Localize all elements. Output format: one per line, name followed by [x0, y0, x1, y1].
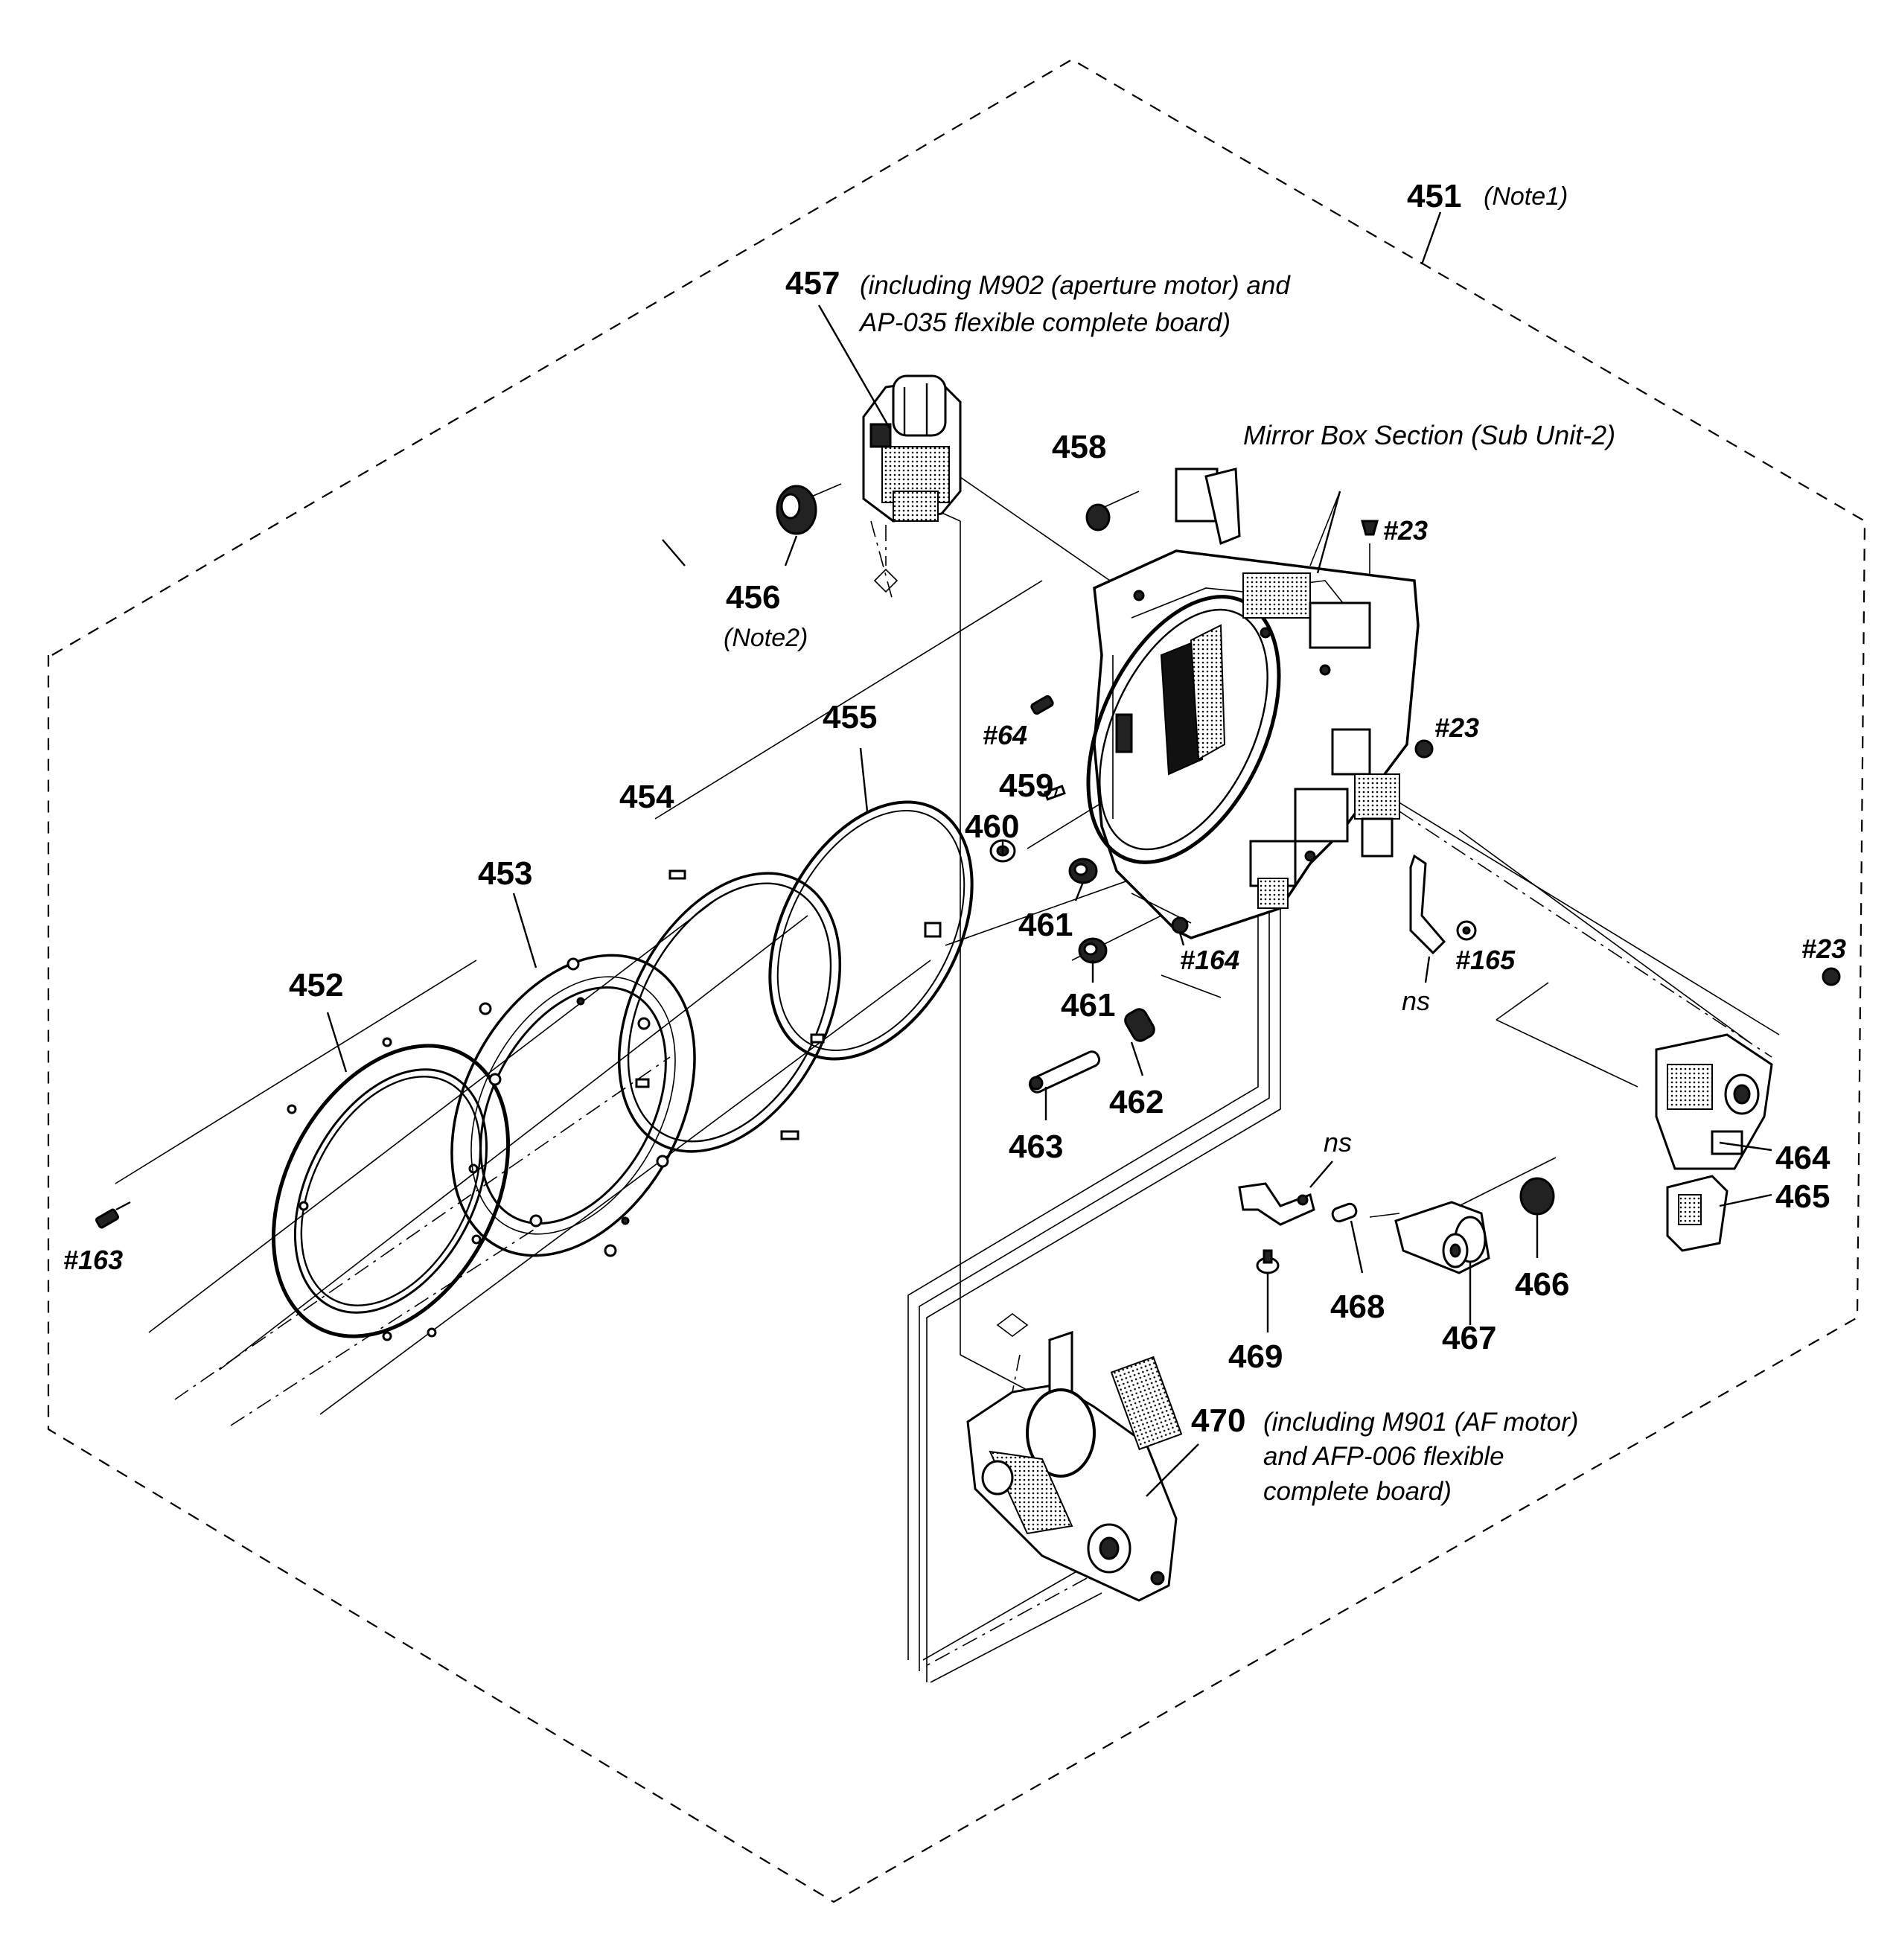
- part-466-gear: [1519, 1177, 1555, 1216]
- label-451-note: (Note1): [1484, 182, 1568, 211]
- part-457-aperture-motor-unit: [862, 374, 962, 593]
- screw-23-right: [1822, 967, 1841, 986]
- label-23-top: #23: [1383, 515, 1428, 546]
- label-ns-upper: ns: [1402, 986, 1430, 1016]
- label-456: 456: [726, 579, 780, 616]
- label-463: 463: [1009, 1129, 1063, 1165]
- part-456-gear: [776, 485, 817, 535]
- label-466: 466: [1515, 1266, 1569, 1303]
- label-470-note-2: and AFP-006 flexible: [1263, 1442, 1504, 1471]
- label-453: 453: [478, 855, 532, 892]
- label-470-note-1: (including M901 (AF motor): [1263, 1408, 1578, 1437]
- label-mirror-box: Mirror Box Section (Sub Unit-2): [1243, 420, 1615, 450]
- label-470-note-3: complete board): [1263, 1477, 1452, 1506]
- part-469-screw: [1256, 1249, 1280, 1274]
- label-459: 459: [999, 767, 1053, 804]
- label-464: 464: [1775, 1140, 1830, 1176]
- label-465: 465: [1775, 1178, 1830, 1215]
- part-470-af-motor-unit: [966, 1313, 1183, 1602]
- label-468: 468: [1330, 1289, 1385, 1325]
- label-23-right: #23: [1801, 933, 1846, 964]
- label-164: #164: [1180, 945, 1239, 975]
- label-456-note: (Note2): [724, 624, 808, 652]
- label-23-middle: #23: [1434, 712, 1479, 743]
- screw-64: [1030, 695, 1054, 715]
- label-470: 470: [1191, 1402, 1245, 1439]
- label-165: #165: [1455, 945, 1516, 975]
- label-457-note-1: (including M902 (aperture motor) and: [860, 271, 1291, 300]
- label-461-a: 461: [1018, 907, 1073, 943]
- label-460: 460: [965, 808, 1019, 845]
- screw-163: [95, 1201, 131, 1229]
- label-454: 454: [619, 779, 674, 815]
- part-463-shaft: [1028, 1050, 1101, 1094]
- label-64: #64: [983, 720, 1027, 750]
- labels: 451 (Note1) 457 (including M902 (apertur…: [63, 178, 1846, 1506]
- part-454-contact-ring: [617, 869, 842, 1153]
- label-458: 458: [1052, 429, 1106, 465]
- part-453-bayonet-ring: [450, 954, 696, 1257]
- label-452: 452: [289, 967, 343, 1003]
- label-467: 467: [1442, 1320, 1496, 1356]
- screw-164: [1171, 916, 1189, 946]
- part-461-bushing-a: [1068, 858, 1098, 884]
- mirror-box-section: [1086, 467, 1420, 939]
- label-469: 469: [1228, 1338, 1283, 1375]
- label-461-b: 461: [1061, 987, 1115, 1024]
- screw-23-middle: [1414, 739, 1434, 759]
- label-457: 457: [785, 265, 840, 301]
- part-462-spring: [1124, 1008, 1155, 1042]
- ns-bracket-lower: [1238, 1182, 1315, 1226]
- part-455-spring-ring: [768, 800, 974, 1061]
- label-457-note-2: AP-035 flexible complete board): [858, 308, 1231, 337]
- part-459-pin: [1044, 785, 1066, 801]
- part-458-bushing: [1085, 503, 1111, 532]
- screw-165: [1456, 920, 1477, 941]
- part-465-bracket: [1666, 1175, 1729, 1252]
- assembly-boundary: [47, 58, 1866, 1903]
- part-452-mount-ring: [271, 1037, 511, 1341]
- screw-23-top: [1361, 520, 1379, 536]
- label-163: #163: [63, 1245, 123, 1275]
- label-451: 451: [1407, 178, 1461, 214]
- part-468-spacer: [1331, 1202, 1358, 1223]
- part-464-assembly: [1655, 1033, 1773, 1170]
- leader-lines: [326, 211, 1772, 1497]
- part-467-motor: [1394, 1201, 1490, 1274]
- label-455: 455: [823, 699, 877, 735]
- label-462: 462: [1109, 1084, 1164, 1120]
- ns-lever-upper: [1409, 854, 1446, 955]
- label-ns-lower: ns: [1324, 1127, 1352, 1158]
- alignment-lines: [115, 420, 1780, 1683]
- part-461-bushing-b: [1078, 937, 1108, 964]
